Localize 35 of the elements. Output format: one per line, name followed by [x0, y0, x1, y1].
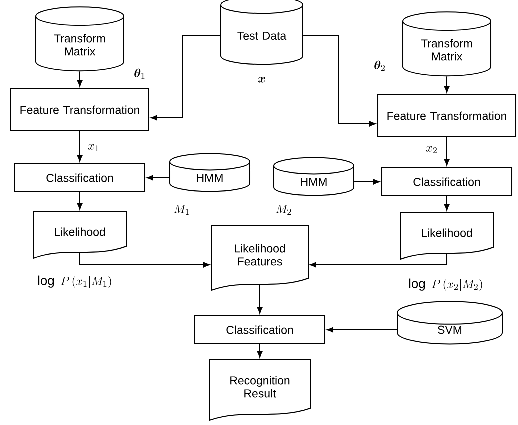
process-box: Classification [382, 168, 512, 196]
arrow [147, 175, 170, 181]
process-box: Classification [194, 316, 326, 344]
arrow [444, 196, 450, 211]
arrow [354, 179, 380, 185]
arrow [80, 252, 210, 268]
process-box: Feature Transformation [378, 94, 516, 138]
arrow [77, 71, 83, 87]
database-cylinder: HMM [274, 157, 354, 196]
database-cylinder: Transform Matrix [402, 12, 492, 77]
database-cylinder: Transform Matrix [36, 6, 124, 72]
process-box: Feature Transformation [10, 88, 150, 132]
math-symbol: $\boldsymbol{\theta}_2$ [374, 60, 385, 72]
database-cylinder: HMM [170, 153, 250, 192]
arrow [310, 253, 448, 268]
arrow [444, 76, 450, 93]
arrow [327, 327, 398, 333]
arrow [151, 36, 221, 121]
math-symbol: $\boldsymbol{\theta}_1$ [134, 68, 145, 80]
process-box: Classification [14, 164, 146, 192]
arrow [257, 284, 263, 314]
database-cylinder: Test Data [220, 0, 304, 66]
arrow [303, 36, 376, 127]
arrow [444, 137, 450, 166]
arrow [257, 344, 263, 358]
arrow [77, 131, 83, 162]
math-symbol: $M_1$ [174, 205, 190, 215]
edge-label: $x_2$ [426, 146, 437, 154]
database-cylinder: SVM [397, 301, 503, 345]
math-symbol: $\boldsymbol{x}$ [258, 77, 266, 83]
edge-label: $\log\ P\left(x_1|M_1\right)$ [38, 276, 112, 288]
math-symbol: $M_2$ [276, 205, 292, 215]
edge-label: $x_1$ [88, 144, 99, 152]
arrow [77, 192, 83, 210]
edge-label: $\log\ P\left(x_2|M_2\right)$ [409, 278, 482, 292]
